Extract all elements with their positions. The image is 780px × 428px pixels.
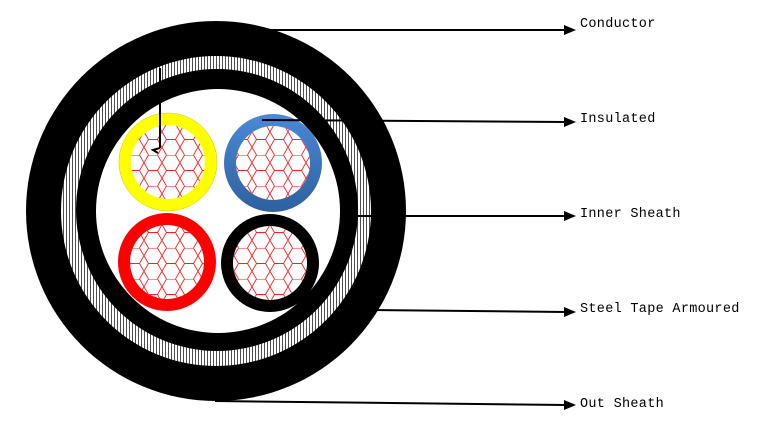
core-yellow [118, 112, 218, 212]
core-black [221, 214, 319, 312]
label-conductor: Conductor [580, 17, 656, 32]
conductor-strands [236, 126, 310, 200]
steel-tape-leader [374, 309, 567, 313]
label-steel-tape-armoured: Steel Tape Armoured [580, 302, 740, 317]
core-red [118, 213, 216, 311]
conductor-pointer [150, 68, 161, 154]
conductor-strands [130, 225, 204, 299]
arrow-head-icon [564, 25, 576, 35]
insulated-leader [261, 119, 567, 123]
label-out-sheath: Out Sheath [580, 397, 665, 412]
label-inner-sheath: Inner Sheath [580, 207, 681, 222]
arrow-head-icon [564, 117, 576, 127]
label-insulated: Insulated [580, 112, 656, 127]
core-blue [224, 114, 322, 212]
arrow-head-icon [564, 307, 576, 317]
arrow-head-icon [564, 211, 576, 221]
conductor-strands [233, 226, 307, 300]
arrow-head-icon [564, 400, 576, 410]
out-sheath-leader [214, 400, 567, 406]
